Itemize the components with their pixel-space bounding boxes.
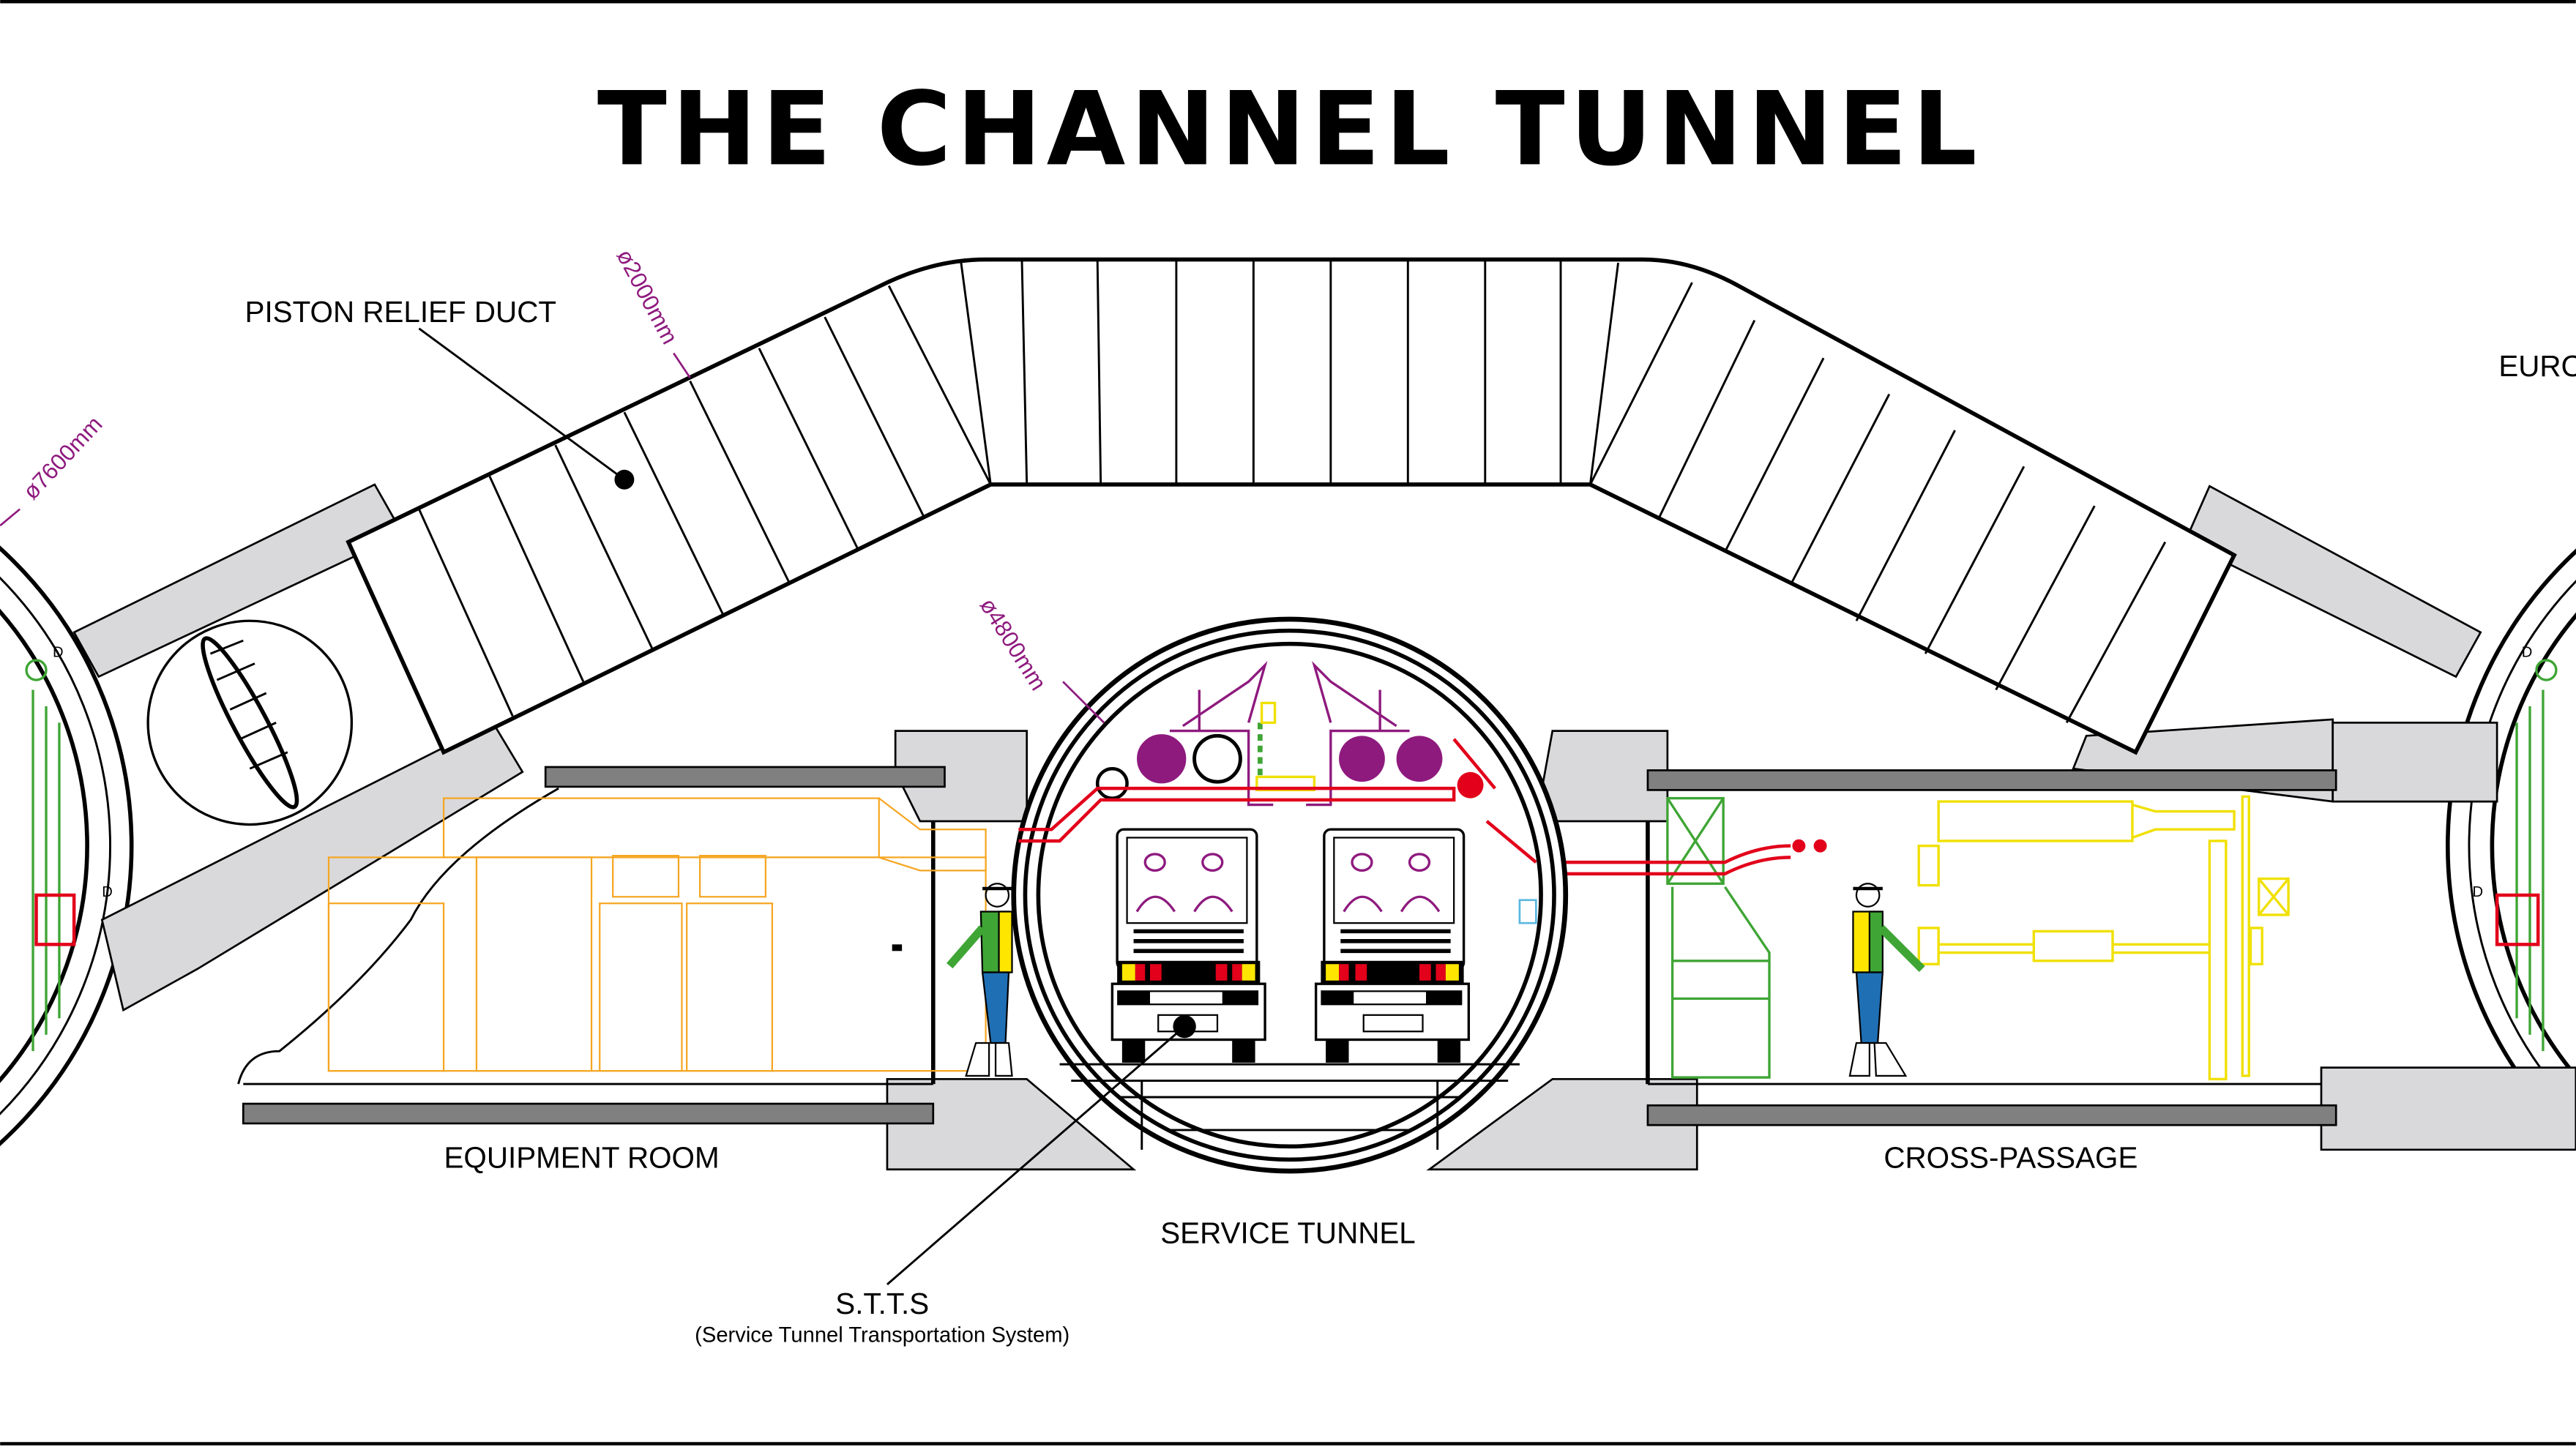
piston-relief-duct-label: PISTON RELIEF DUCT xyxy=(245,295,556,329)
cross-passage: CROSS-PASSAGE xyxy=(1536,769,2337,1175)
eurotunnel-label-truncated: EURO xyxy=(2498,349,2576,383)
page-title: THE CHANNEL TUNNEL xyxy=(597,70,1982,188)
stts-vehicle-left xyxy=(1110,828,1266,1063)
segment-mark: D xyxy=(2472,884,2483,900)
service-tunnel-diameter: ø4800mm xyxy=(975,594,1052,695)
stts-vehicle-right xyxy=(1314,828,1471,1063)
worker-right xyxy=(1848,883,1925,1077)
left-running-tunnel: D D ø7600mm xyxy=(0,411,134,1146)
segment-mark: D xyxy=(2522,645,2533,661)
service-tunnel-label: SERVICE TUNNEL xyxy=(1160,1216,1416,1250)
stts-label: S.T.T.S xyxy=(835,1287,929,1320)
piston-duct-diameter: ø2000mm xyxy=(612,245,683,348)
stts-full-label: (Service Tunnel Transportation System) xyxy=(695,1323,1069,1347)
segment-mark: D xyxy=(102,884,113,900)
cross-passage-label: CROSS-PASSAGE xyxy=(1884,1141,2138,1175)
worker-left xyxy=(946,883,1013,1077)
service-tunnel: ø4800mm SERVICE TUNNEL S.T.T.S (Service … xyxy=(695,594,1569,1347)
segment-mark: D xyxy=(53,645,64,661)
damper xyxy=(146,619,354,826)
running-tunnel-diameter: ø7600mm xyxy=(18,411,108,504)
right-running-tunnel: D D EURO xyxy=(2446,349,2576,1143)
equipment-room-label: EQUIPMENT ROOM xyxy=(444,1141,719,1175)
equipment-room: EQUIPMENT ROOM xyxy=(237,766,987,1175)
